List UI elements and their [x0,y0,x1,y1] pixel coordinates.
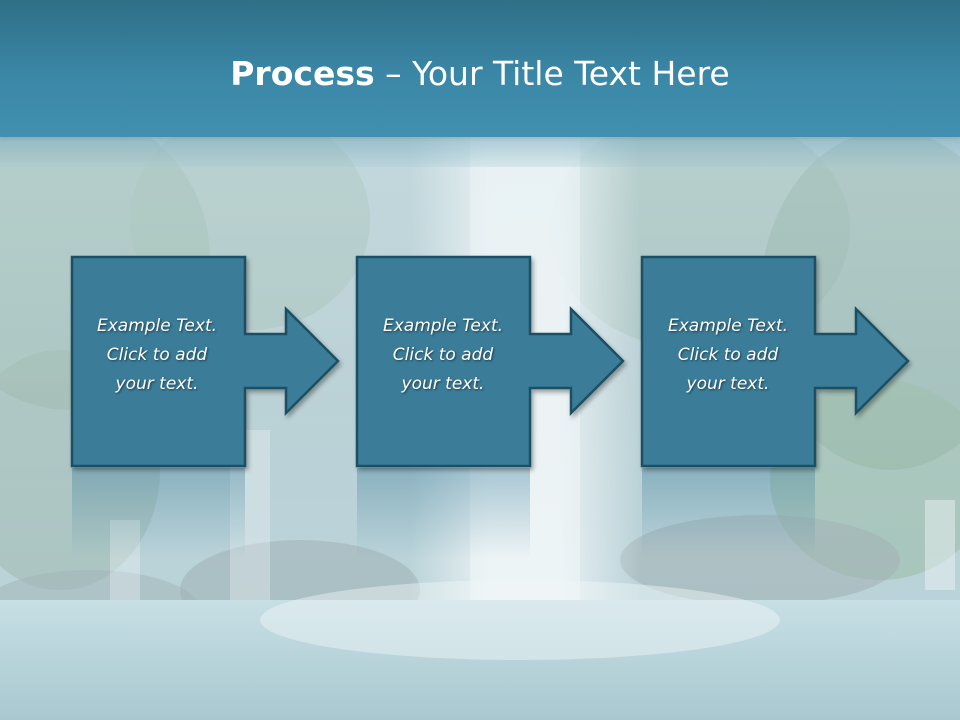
step-1-line-1: Example Text. [96,316,218,336]
title-bar [0,0,960,137]
step-1-line-3: your text. [115,374,199,394]
reflections [72,468,815,558]
title-dash: – [374,54,413,93]
process-step-2[interactable] [355,255,625,468]
step-3-line-2: Click to add [677,345,779,365]
process-step-1[interactable] [70,255,340,468]
step-2-line-1: Example Text. [382,316,504,336]
title-rest-text: Your Title Text Here [412,54,730,93]
title-bold-text: Process [230,54,375,93]
title-strip [0,137,960,167]
step-2-line-2: Click to add [392,345,494,365]
step-1-text[interactable]: Example Text. Click to add your text. [71,312,243,399]
step-2-line-3: your text. [401,374,485,394]
step-1-line-2: Click to add [106,345,208,365]
slide-title[interactable]: Process – Your Title Text Here [0,52,960,96]
step-2-text[interactable]: Example Text. Click to add your text. [357,312,529,399]
process-step-3[interactable] [640,255,910,468]
step-3-line-1: Example Text. [667,316,789,336]
step-3-text[interactable]: Example Text. Click to add your text. [642,312,814,399]
step-3-line-3: your text. [686,374,770,394]
